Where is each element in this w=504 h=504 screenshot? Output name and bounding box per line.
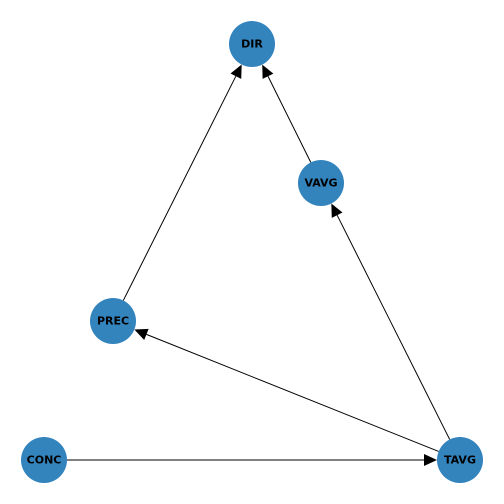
node-tavg: TAVG <box>437 437 483 483</box>
node-circle <box>298 160 344 206</box>
node-circle <box>229 21 275 67</box>
node-circle <box>437 437 483 483</box>
edge-tavg-to-prec <box>134 328 439 452</box>
node-vavg: VAVG <box>298 160 344 206</box>
arrowhead-icon <box>424 454 437 466</box>
node-label: PREC <box>97 315 129 328</box>
edge-line <box>146 333 439 452</box>
edge-line <box>267 76 312 163</box>
node-dir: DIR <box>229 21 275 67</box>
node-circle <box>90 298 136 344</box>
edge-line <box>336 214 451 440</box>
node-prec: PREC <box>90 298 136 344</box>
nodes-layer: DIR VAVG PREC CONC TAVG <box>21 21 483 483</box>
node-label: TAVG <box>444 454 476 467</box>
node-conc: CONC <box>21 437 67 483</box>
arrowhead-icon <box>134 328 149 340</box>
node-label: DIR <box>241 38 263 51</box>
edge-vavg-to-dir <box>262 64 312 163</box>
edges-layer <box>67 64 451 466</box>
node-label: CONC <box>27 454 62 467</box>
edge-line <box>122 75 237 301</box>
node-label: VAVG <box>304 177 337 190</box>
node-circle <box>21 437 67 483</box>
arrowhead-icon <box>230 64 242 79</box>
edge-prec-to-dir <box>122 64 242 301</box>
arrowhead-icon <box>331 203 343 218</box>
edge-tavg-to-vavg <box>331 203 451 440</box>
edge-conc-to-tavg <box>67 454 437 466</box>
arrowhead-icon <box>262 64 274 79</box>
